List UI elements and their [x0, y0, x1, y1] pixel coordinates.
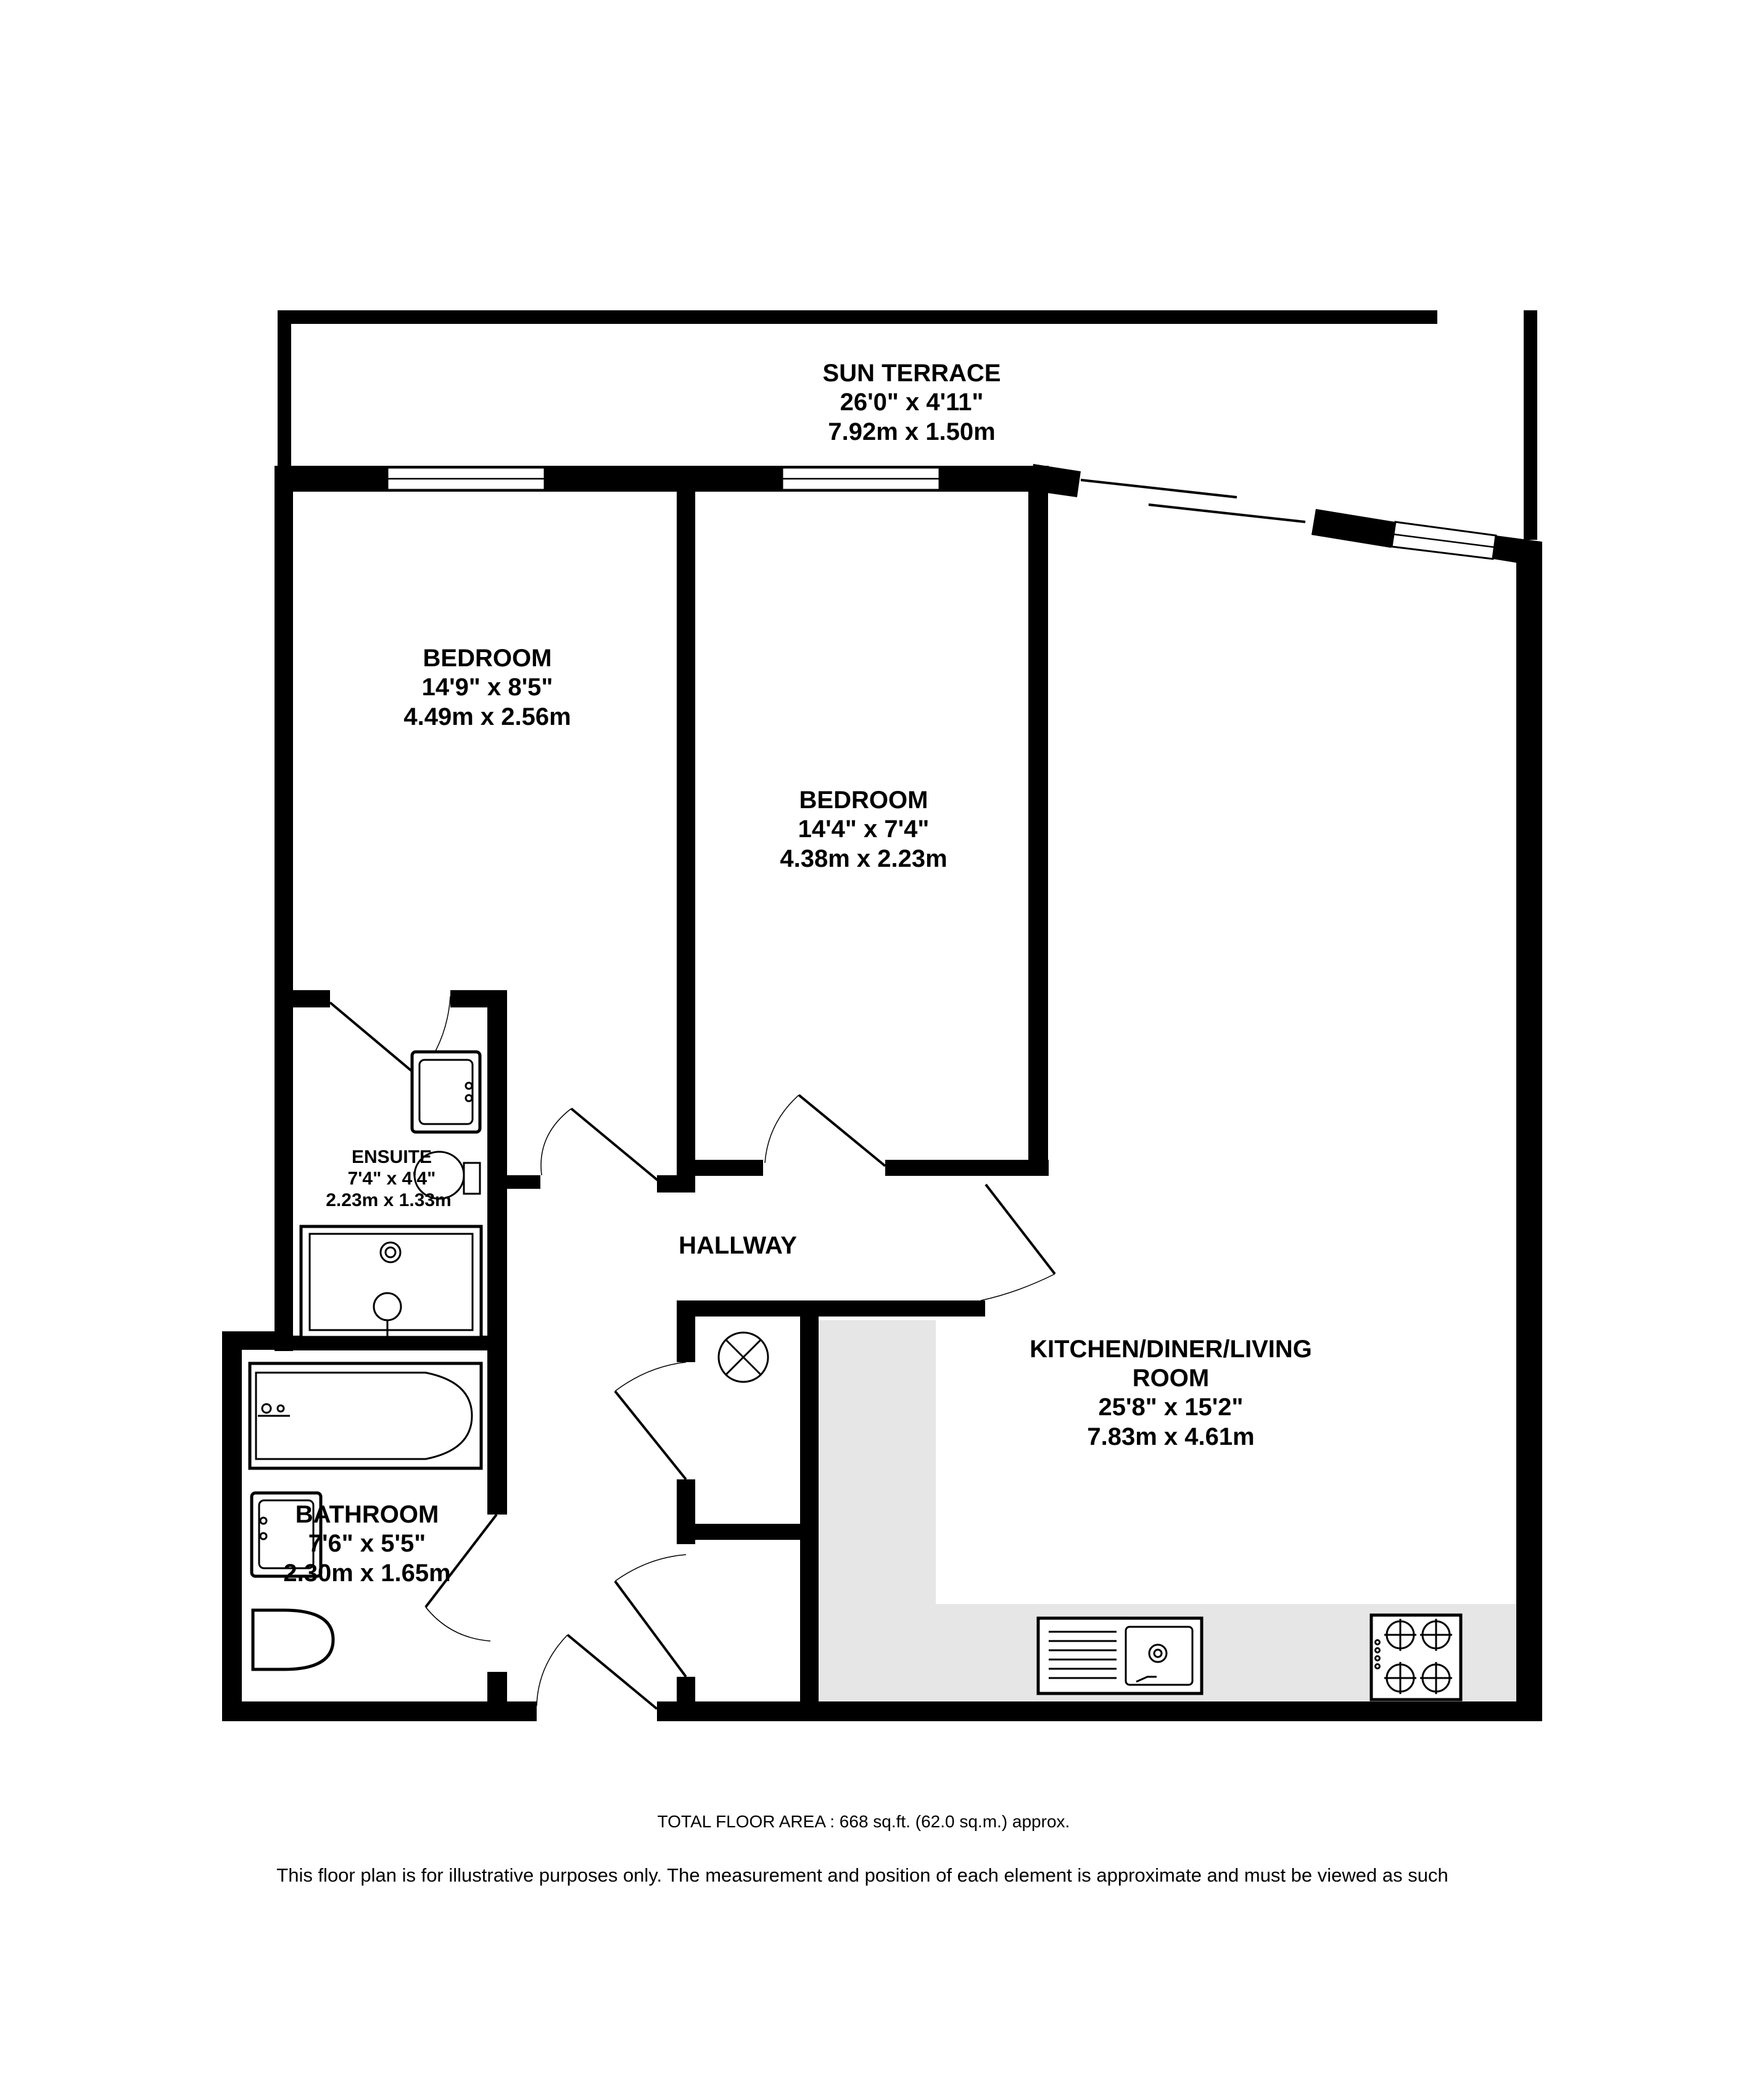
hallway-name: HALLWAY [679, 1232, 797, 1259]
outer-walls [222, 466, 1542, 1721]
interior-walls [275, 490, 1049, 1721]
ensuite-label: ENSUITE 7'4" x 4'4" 2.23m x 1.33m [326, 1147, 451, 1210]
bathroom-fixtures [248, 1362, 483, 1671]
bedroom2-label: BEDROOM 14'4" x 7'4" 4.38m x 2.23m [780, 787, 947, 872]
bedroom1-name: BEDROOM [423, 645, 552, 672]
kitchen-sink [1036, 1616, 1204, 1695]
kitchen-metric: 7.83m x 4.61m [1087, 1423, 1254, 1450]
bathroom-metric: 2.30m x 1.65m [283, 1560, 450, 1587]
bathroom-basin [250, 1491, 323, 1578]
bathtub [248, 1362, 483, 1470]
boiler-icon [717, 1331, 769, 1383]
sun-terrace-walls [278, 310, 1537, 540]
bathroom-name: BATHROOM [295, 1501, 439, 1528]
ensuite-fixtures [299, 1050, 483, 1339]
hallway-label: HALLWAY [679, 1232, 797, 1259]
bathroom-toilet [251, 1608, 335, 1671]
ensuite-metric: 2.23m x 1.33m [326, 1190, 451, 1210]
sun-terrace-metric: 7.92m x 1.50m [828, 418, 995, 445]
bedroom2-name: BEDROOM [799, 787, 928, 814]
bathroom-label: BATHROOM 7'6" x 5'5" 2.30m x 1.65m [283, 1501, 450, 1587]
bedroom1-metric: 4.49m x 2.56m [403, 703, 571, 730]
ensuite-imperial: 7'4" x 4'4" [348, 1168, 436, 1189]
sun-terrace-name: SUN TERRACE [823, 360, 1001, 387]
hob-icon [1369, 1613, 1463, 1701]
bedroom1-label: BEDROOM 14'9" x 8'5" 4.49m x 2.56m [403, 645, 571, 730]
kitchen-imperial: 25'8" x 15'2" [1099, 1394, 1244, 1421]
bedroom2-imperial: 14'4" x 7'4" [798, 816, 930, 843]
bedroom1-imperial: 14'9" x 8'5" [422, 674, 553, 701]
bedroom2-metric: 4.38m x 2.23m [780, 845, 947, 872]
kitchen-name: KITCHEN/DINER/LIVING [1030, 1336, 1312, 1363]
top-wall [275, 466, 1049, 492]
disclaimer: This floor plan is for illustrative purp… [276, 1864, 1448, 1886]
ensuite-basin [410, 1050, 482, 1134]
kitchen-label: KITCHEN/DINER/LIVING ROOM 25'8" x 15'2" … [1030, 1336, 1312, 1450]
ensuite-name: ENSUITE [352, 1147, 432, 1167]
doors [329, 996, 1056, 1710]
kitchen-name-line2: ROOM [1133, 1365, 1209, 1392]
sun-terrace-imperial: 26'0" x 4'11" [840, 389, 984, 416]
sun-terrace-label: SUN TERRACE 26'0" x 4'11" 7.92m x 1.50m [823, 360, 1001, 445]
angled-wall [1030, 464, 1542, 566]
bathroom-imperial: 7'6" x 5'5" [308, 1530, 426, 1557]
total-floor-area: TOTAL FLOOR AREA : 668 sq.ft. (62.0 sq.m… [658, 1812, 1070, 1831]
